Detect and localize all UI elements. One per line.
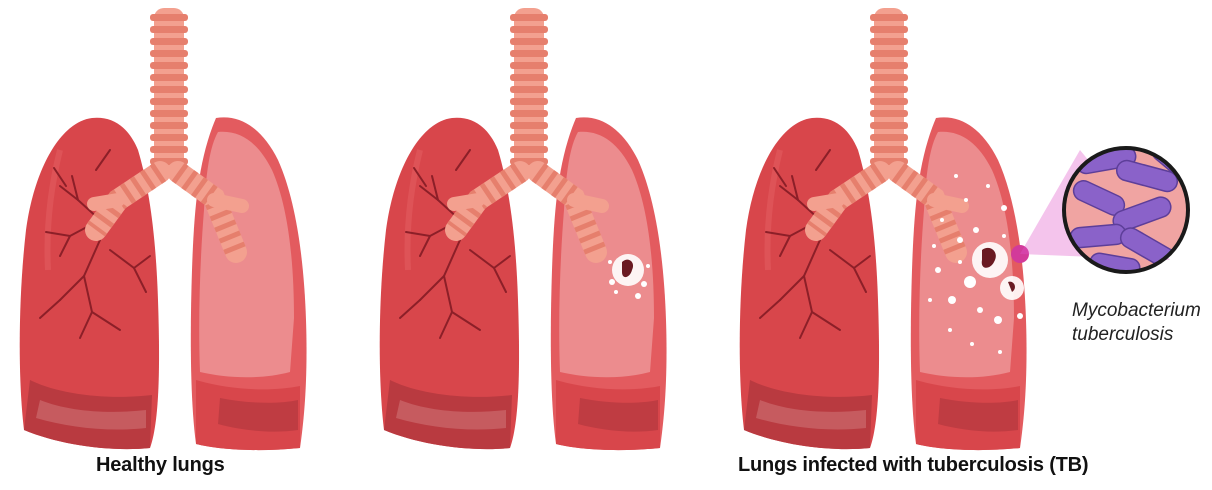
early-infection-lungs bbox=[380, 8, 667, 450]
tb-infected-lungs bbox=[740, 8, 1029, 450]
bacterium-label-line2: tuberculosis bbox=[1072, 324, 1173, 346]
bacterium-label-line1: Mycobacterium bbox=[1072, 300, 1201, 322]
tb-lungs-caption: Lungs infected with tuberculosis (TB) bbox=[738, 454, 1088, 477]
healthy-lungs bbox=[20, 8, 307, 450]
healthy-lungs-caption: Healthy lungs bbox=[96, 454, 225, 477]
